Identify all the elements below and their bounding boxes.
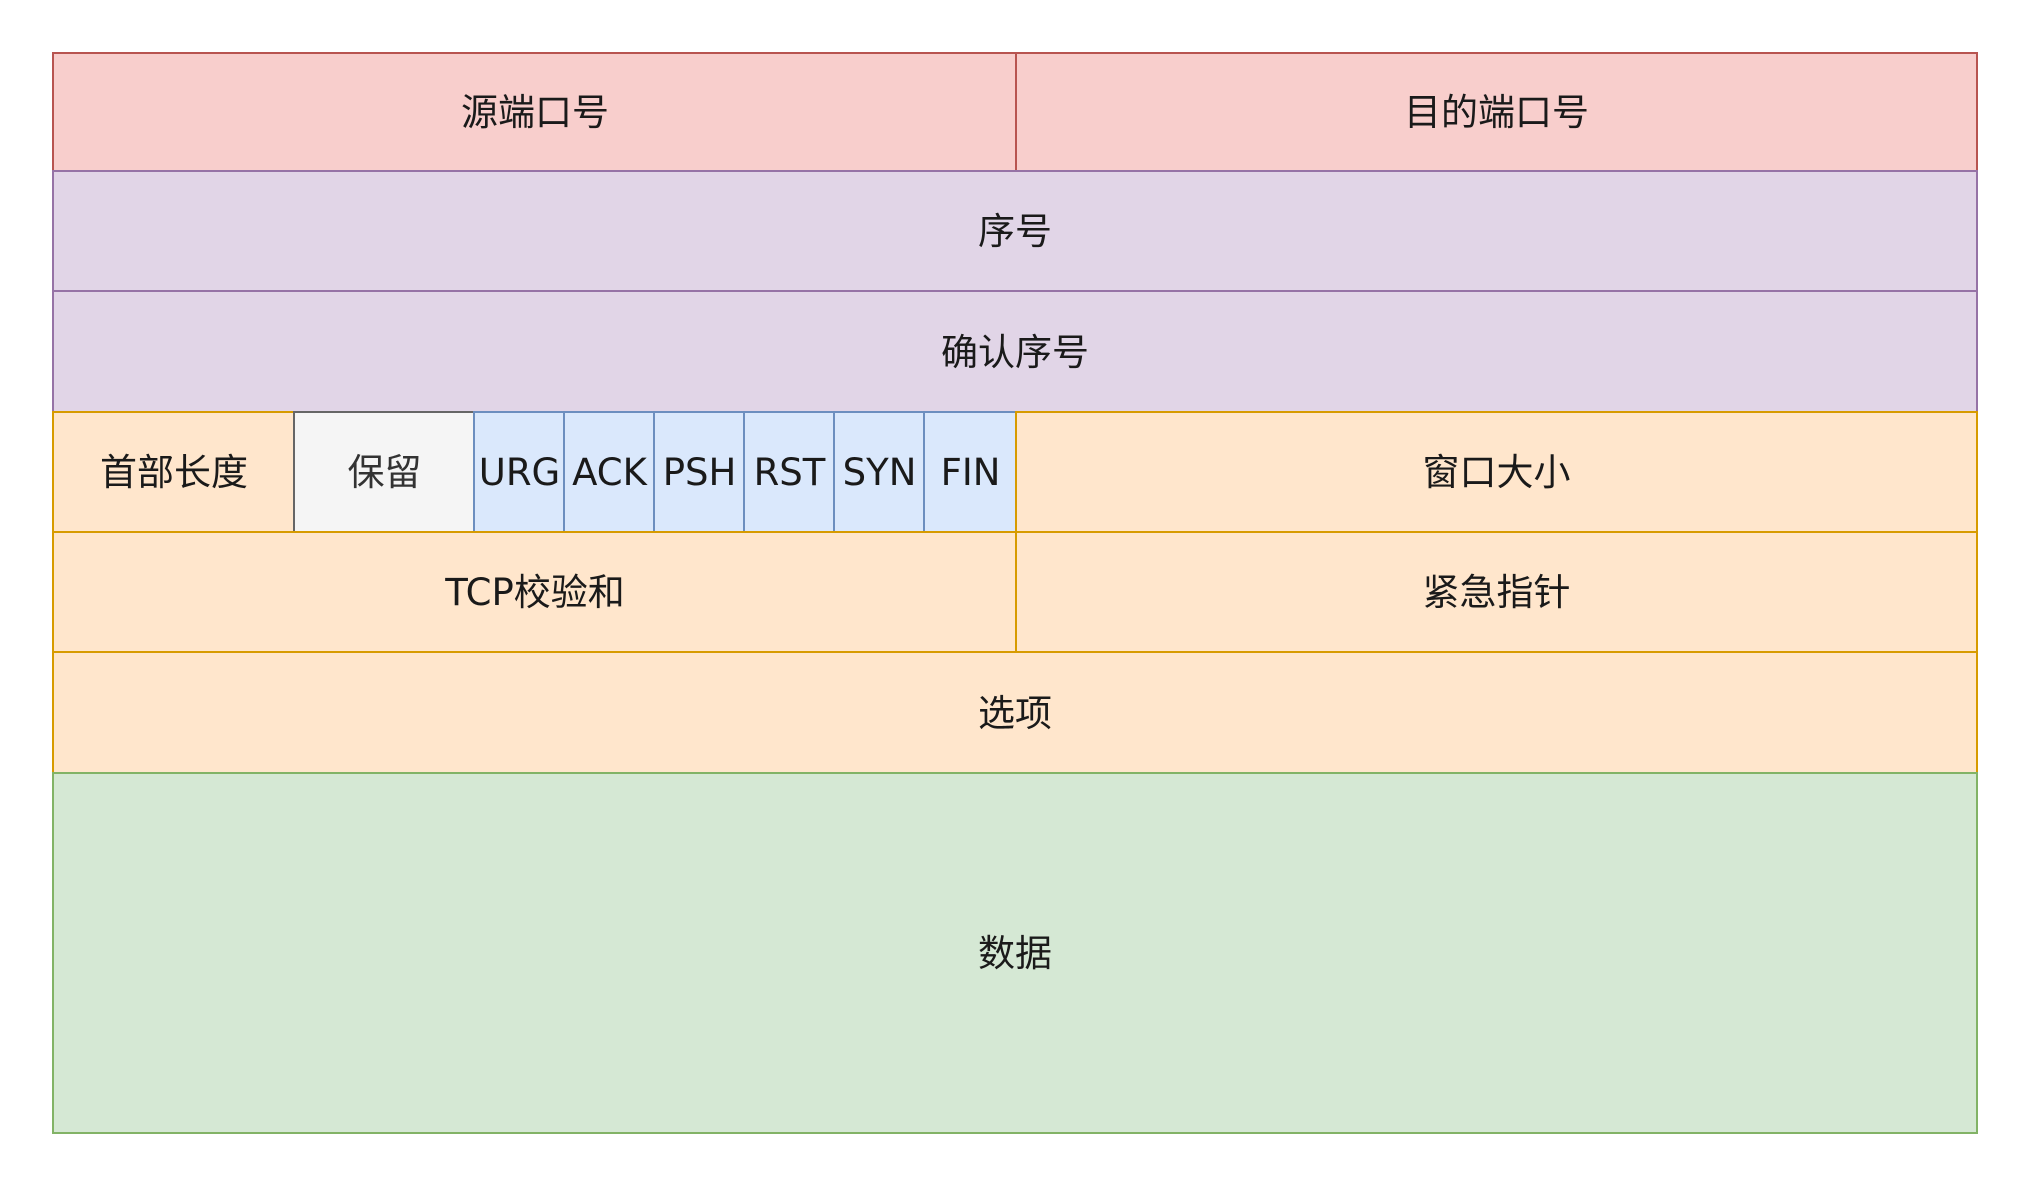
flag-urg-label: URG xyxy=(478,451,561,494)
flag-psh: PSH xyxy=(653,411,746,534)
data-label: 数据 xyxy=(978,931,1052,975)
flag-ack: ACK xyxy=(563,411,656,534)
urgent-pointer-field: 紧急指针 xyxy=(1015,531,1978,654)
flag-psh-label: PSH xyxy=(662,451,737,494)
window-size-field: 窗口大小 xyxy=(1015,411,1978,534)
flag-syn-label: SYN xyxy=(842,451,917,494)
checksum-field: TCP校验和 xyxy=(52,531,1018,654)
flag-fin: FIN xyxy=(923,411,1018,534)
flag-syn: SYN xyxy=(833,411,926,534)
urgent-pointer-label: 紧急指针 xyxy=(1422,571,1571,614)
header-length-label: 首部长度 xyxy=(100,451,248,494)
reserved-field: 保留 xyxy=(293,411,476,534)
dest-port-field: 目的端口号 xyxy=(1015,52,1978,173)
flag-rst: RST xyxy=(743,411,836,534)
flag-fin-label: FIN xyxy=(940,451,1001,494)
source-port-label: 源端口号 xyxy=(461,91,609,134)
flag-urg: URG xyxy=(473,411,566,534)
options-field: 选项 xyxy=(52,651,1978,775)
dest-port-label: 目的端口号 xyxy=(1404,91,1589,134)
options-label: 选项 xyxy=(978,691,1052,735)
window-size-label: 窗口大小 xyxy=(1422,451,1571,494)
flag-ack-label: ACK xyxy=(572,451,647,494)
reserved-label: 保留 xyxy=(347,451,422,494)
source-port-field: 源端口号 xyxy=(52,52,1018,173)
sequence-number-label: 序号 xyxy=(978,210,1052,253)
ack-number-field: 确认序号 xyxy=(52,290,1978,414)
header-length-field: 首部长度 xyxy=(52,411,296,534)
ack-number-label: 确认序号 xyxy=(941,330,1089,374)
flag-rst-label: RST xyxy=(753,451,826,494)
checksum-label: TCP校验和 xyxy=(445,571,625,614)
data-field: 数据 xyxy=(52,772,1978,1134)
sequence-number-field: 序号 xyxy=(52,170,1978,293)
